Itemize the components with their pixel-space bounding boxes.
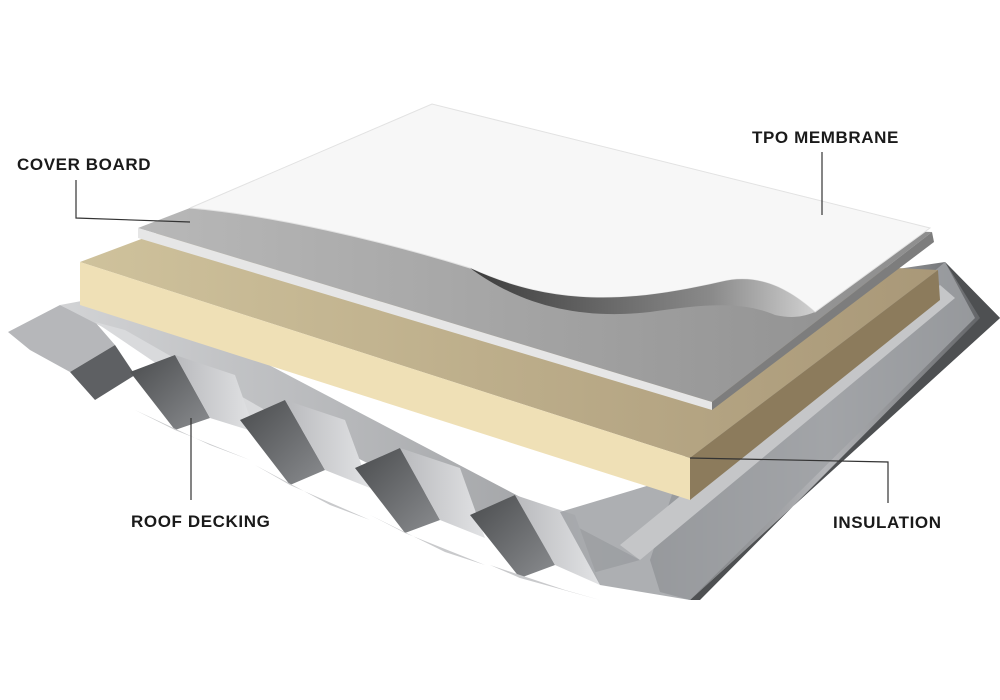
insulation-front <box>80 262 690 500</box>
cover-board-front <box>138 228 712 410</box>
label-cover-board: COVER BOARD <box>17 155 152 174</box>
deck-flute-2 <box>240 400 325 485</box>
label-tpo-membrane: TPO MEMBRANE <box>752 128 899 147</box>
deck-flute-1 <box>130 355 210 430</box>
insulation-side <box>690 270 940 500</box>
label-roof-decking: ROOF DECKING <box>131 512 271 531</box>
deck-edge <box>690 262 1000 600</box>
leader-cover-board <box>75 180 191 223</box>
deck-flute-3b <box>400 448 485 538</box>
deck-flute-4b <box>515 495 600 585</box>
cover-board-side <box>712 232 934 410</box>
deck-flute-2b <box>285 400 370 488</box>
deck-flute-4 <box>470 495 555 578</box>
deck-flute-1b <box>175 355 255 432</box>
deck-flute-3 <box>355 448 440 533</box>
tpo-membrane-curl <box>470 268 815 317</box>
deck-end-profile-1 <box>8 305 115 372</box>
label-insulation: INSULATION <box>833 513 942 532</box>
deck-end-profile-2 <box>70 345 135 400</box>
roof-decking <box>8 262 1000 600</box>
tpo-membrane-layer <box>189 103 932 317</box>
leader-lines <box>75 152 889 503</box>
leader-insulation <box>689 457 889 503</box>
